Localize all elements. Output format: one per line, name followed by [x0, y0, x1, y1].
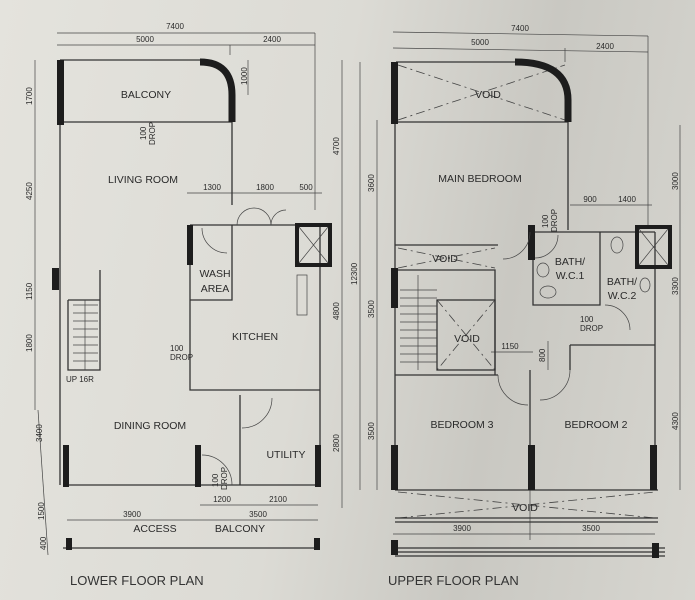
upper-curved-wall: [514, 58, 572, 122]
room-void-bottom: VOID: [512, 502, 538, 514]
upper-dim-bottom-1: 3900: [453, 524, 471, 533]
upper-dim-width-right: 2400: [596, 42, 614, 51]
room-living-room: LIVING ROOM: [108, 174, 178, 186]
upper-stairs-icon: [400, 275, 437, 370]
note-drop-bed2-value: 100: [580, 315, 594, 324]
dim-kitchen-w2: 1800: [256, 183, 274, 192]
dim-kitchen-w3: 500: [299, 183, 313, 192]
dim-left-6: 1500: [37, 502, 46, 520]
stove-icon: [296, 274, 308, 316]
lower-floor-plan-title: LOWER FLOOR PLAN: [70, 573, 204, 588]
room-bedroom-3: BEDROOM 3: [430, 419, 493, 431]
note-drop-kitchen-value: 100: [170, 344, 184, 353]
upper-dim-bottom-2: 3500: [582, 524, 600, 533]
upper-dim-right-3: 4300: [671, 412, 680, 430]
duct-box: [295, 223, 332, 267]
upper-dim-bath-w2: 1400: [618, 195, 636, 204]
dim-balcony-curve: 1000: [240, 67, 249, 85]
upper-dim-overall-width: 7400: [511, 24, 529, 33]
label-access-balcony: BALCONY: [215, 523, 265, 535]
room-wash-area-line2: AREA: [201, 283, 230, 295]
note-drop-entry-label: DROP: [220, 467, 229, 490]
sink-icon-2: [639, 277, 651, 293]
upper-dim-left-1: 3600: [367, 174, 376, 192]
upper-floor-plan: 7400 5000 2400 900 1400 1150 800 3600 12…: [350, 24, 681, 588]
dim-overall-width: 7400: [166, 22, 184, 31]
dim-bottom-3: 3900: [123, 510, 141, 519]
dim-left-4: 1800: [25, 334, 34, 352]
label-access: ACCESS: [133, 523, 176, 535]
dim-width-right: 2400: [263, 35, 281, 44]
dim-right-2: 4800: [332, 302, 341, 320]
upper-dimension-lines: [359, 31, 681, 540]
lower-top-dimension-lines: [34, 32, 343, 556]
upper-dim-right-2: 3300: [671, 277, 680, 295]
note-drop-bath-value: 100: [541, 214, 550, 228]
room-void-top: VOID: [475, 89, 501, 101]
dim-width-left: 5000: [136, 35, 154, 44]
room-dining-room: DINING ROOM: [114, 420, 186, 432]
dim-bottom-4: 3500: [249, 510, 267, 519]
room-bath-wc1-line1: BATH/: [555, 256, 585, 268]
room-void-strip: VOID: [432, 253, 458, 265]
lower-floor-plan: 7400 5000 2400 1000 1300 1800 500 1700 4…: [25, 22, 343, 588]
note-drop-kitchen-label: DROP: [170, 353, 193, 362]
note-drop-entry-value: 100: [211, 473, 220, 487]
upper-floor-plan-title: UPPER FLOOR PLAN: [388, 573, 519, 588]
upper-dim-corridor-depth: 800: [538, 348, 547, 362]
stairs-icon: [73, 300, 98, 370]
lower-walls: [52, 58, 332, 550]
dim-left-5: 3400: [35, 424, 44, 442]
room-utility: UTILITY: [266, 449, 305, 461]
dim-left-1: 1700: [25, 87, 34, 105]
note-drop-balcony-label: DROP: [148, 122, 157, 145]
upper-duct-box: [635, 225, 672, 269]
upper-dim-left-3: 3500: [367, 422, 376, 440]
upper-dim-left-total: 12300: [350, 262, 359, 285]
upper-dim-left-2: 3500: [367, 300, 376, 318]
sink-icon: [536, 262, 550, 278]
dim-bottom-2: 2100: [269, 495, 287, 504]
toilet-icon-2: [610, 236, 624, 254]
room-void-stair: VOID: [454, 333, 480, 345]
room-balcony: BALCONY: [121, 89, 171, 101]
note-drop-balcony-value: 100: [139, 126, 148, 140]
upper-dim-bath-w1: 900: [583, 195, 597, 204]
room-kitchen: KITCHEN: [232, 331, 278, 343]
upper-dim-right-1: 3000: [671, 172, 680, 190]
room-bedroom-2: BEDROOM 2: [564, 419, 627, 431]
upper-walls: [391, 58, 672, 558]
curved-balcony-wall: [199, 58, 236, 122]
note-stairs: UP 16R: [66, 375, 94, 384]
toilet-icon: [539, 285, 557, 299]
upper-dim-corridor: 1150: [501, 342, 519, 351]
note-drop-bath-label: DROP: [550, 209, 559, 232]
dim-left-2: 4250: [25, 182, 34, 200]
dim-left-7: 400: [39, 536, 48, 550]
dim-right-1: 4700: [332, 137, 341, 155]
dim-bottom-1: 1200: [213, 495, 231, 504]
room-bath-wc2-line2: W.C.2: [608, 290, 637, 302]
room-bath-wc1-line2: W.C.1: [556, 270, 585, 282]
room-main-bedroom: MAIN BEDROOM: [438, 173, 521, 185]
note-drop-bed2-label: DROP: [580, 324, 603, 333]
dim-kitchen-w1: 1300: [203, 183, 221, 192]
upper-dim-width-left: 5000: [471, 38, 489, 47]
room-wash-area-line1: WASH: [199, 268, 230, 280]
dim-right-3: 2800: [332, 434, 341, 452]
dim-left-3: 1150: [25, 282, 34, 300]
room-bath-wc2-line1: BATH/: [607, 276, 637, 288]
void-stair-box: [436, 299, 496, 371]
